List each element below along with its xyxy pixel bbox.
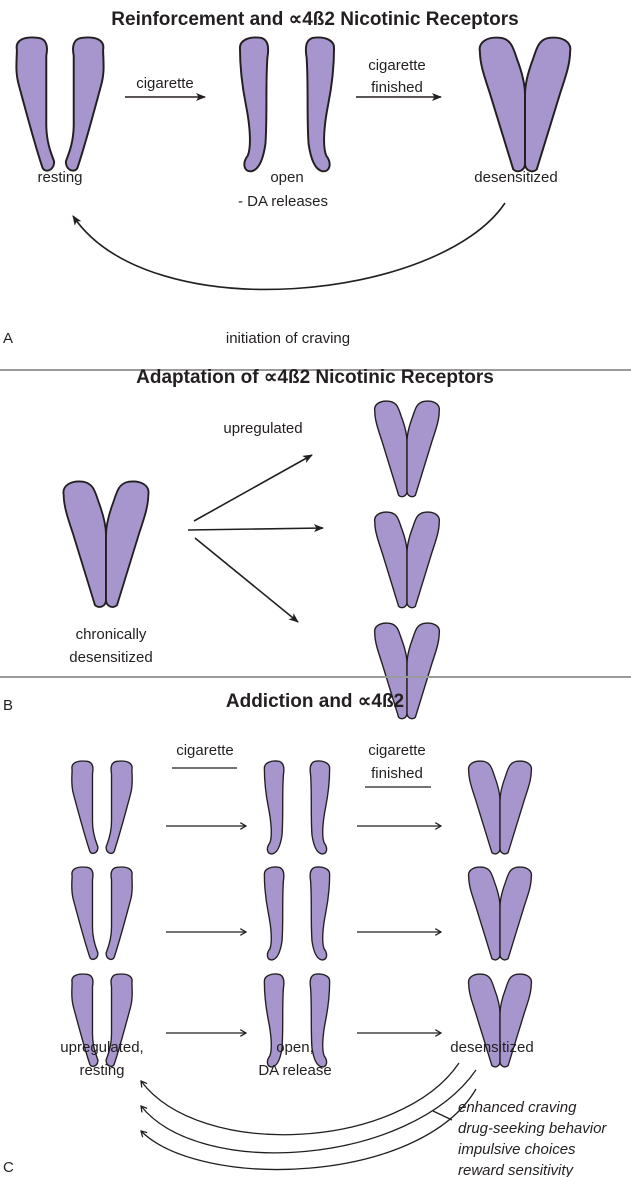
return-arc-3 [141,1088,477,1171]
receptor-open-row3 [263,973,331,1068]
receptor-subunit-right [499,760,533,855]
receptor-desensitized-row1 [467,760,533,855]
state-label-da-releases: - DA releases [238,193,328,210]
arrow-to-upregulated-middle [187,524,324,533]
panel-c-arrows [166,826,441,1033]
panel-b: Adaptation of ∝4ß2 Nicotinic Receptors u… [3,367,494,720]
receptor-subunit-right [499,866,533,961]
receptor-subunit-left [263,866,285,961]
consequence-item: reward sensitivity [458,1162,575,1177]
receptor-subunit-left [263,760,285,855]
panel-a-receptors [15,36,572,173]
craving-return-arrow [72,202,506,291]
panel-c-receptors [71,760,533,1068]
receptor-subunit-right [309,973,331,1068]
receptor-resting-row2 [71,866,133,961]
transition-label-cigarette-line1: cigarette [368,742,426,759]
receptor-subunit-left [478,36,526,173]
receptor-chronically-desensitized [62,480,150,608]
receptor-subunit-right [105,760,133,855]
consequence-item: enhanced craving [458,1099,577,1116]
receptor-upregulated-3 [373,622,441,720]
panel-c: Addiction and ∝4ß2 cigarette cigarette f… [3,691,607,1177]
state-label-da-release: DA release [258,1062,331,1079]
receptor-subunit-right [105,973,133,1068]
receptor-resting-row3 [71,973,133,1068]
receptor-subunit-right [499,973,533,1068]
receptor-subunit-left [62,480,107,608]
consequence-item: impulsive choices [458,1141,576,1158]
receptor-subunit-right [309,866,331,961]
arrow-to-upregulated-bottom [194,537,299,623]
return-arc-1 [141,1062,460,1136]
state-label-resting: resting [79,1062,124,1079]
receptor-desensitized-row2 [467,866,533,961]
receptor-upregulated-1 [373,400,441,498]
panel-a: Reinforcement and ∝4ß2 Nicotinic Recepto… [3,9,572,347]
receptor-resting [15,36,105,172]
receptor-desensitized [478,36,572,173]
source-label-line2: desensitized [69,649,152,666]
receptor-subunit-right [309,760,331,855]
receptor-subunit-left [71,973,99,1068]
state-label-desensitized: desensitized [474,169,557,186]
receptor-open [238,36,336,173]
receptor-subunit-right [406,511,441,609]
receptor-subunit-right [406,400,441,498]
return-arc-2 [141,1069,477,1154]
arrow-to-upregulated-top [193,454,313,522]
panel-b-title: Adaptation of ∝4ß2 Nicotinic Receptors [136,367,494,388]
transition-label-finished-line2: finished [371,79,423,96]
receptor-subunit-right [105,866,133,961]
arrow-label-upregulated: upregulated [223,420,302,437]
receptor-subunit-left [263,973,285,1068]
receptor-open-row2 [263,866,331,961]
receptor-subunit-left [467,760,501,855]
receptor-open-row1 [263,760,331,855]
panel-letter-c: C [3,1159,14,1176]
receptor-subunit-left [15,36,56,172]
transition-label-cigarette: cigarette [136,75,194,92]
state-label-open: open, [276,1039,314,1056]
receptor-subunit-left [71,760,99,855]
transition-label-cigarette-line1: cigarette [368,57,426,74]
state-label-upregulated: upregulated, [60,1039,143,1056]
receptor-subunit-right [64,36,105,172]
receptor-desensitized-row3 [467,973,533,1068]
transition-label-finished-line2: finished [371,765,423,782]
panel-letter-b: B [3,697,13,714]
receptor-subunit-right [524,36,572,173]
panel-c-title: Addiction and ∝4ß2 [226,691,404,712]
consequence-leader-line [432,1110,453,1121]
receptor-subunit-left [467,866,501,961]
panel-letter-a: A [3,330,13,347]
consequence-list: enhanced craving drug-seeking behavior imp… [458,1099,607,1177]
receptor-resting-row1 [71,760,133,855]
receptor-upregulated-2 [373,511,441,609]
state-label-open: open [270,169,303,186]
panel-a-title: Reinforcement and ∝4ß2 Nicotinic Recepto… [111,9,518,30]
state-label-resting: resting [37,169,82,186]
receptor-subunit-right [406,622,441,720]
transition-label-cigarette: cigarette [176,742,234,759]
receptor-subunit-left [238,36,270,173]
panel-b-receptors [62,400,441,720]
return-label: initiation of craving [226,330,350,347]
receptor-subunit-right [304,36,336,173]
source-label-line1: chronically [76,626,147,643]
state-label-desensitized: desensitized [450,1039,533,1056]
receptor-subunit-left [373,511,408,609]
receptor-subunit-left [71,866,99,961]
receptor-subunit-right [105,480,150,608]
receptor-subunit-left [373,400,408,498]
consequence-item: drug-seeking behavior [458,1120,607,1137]
